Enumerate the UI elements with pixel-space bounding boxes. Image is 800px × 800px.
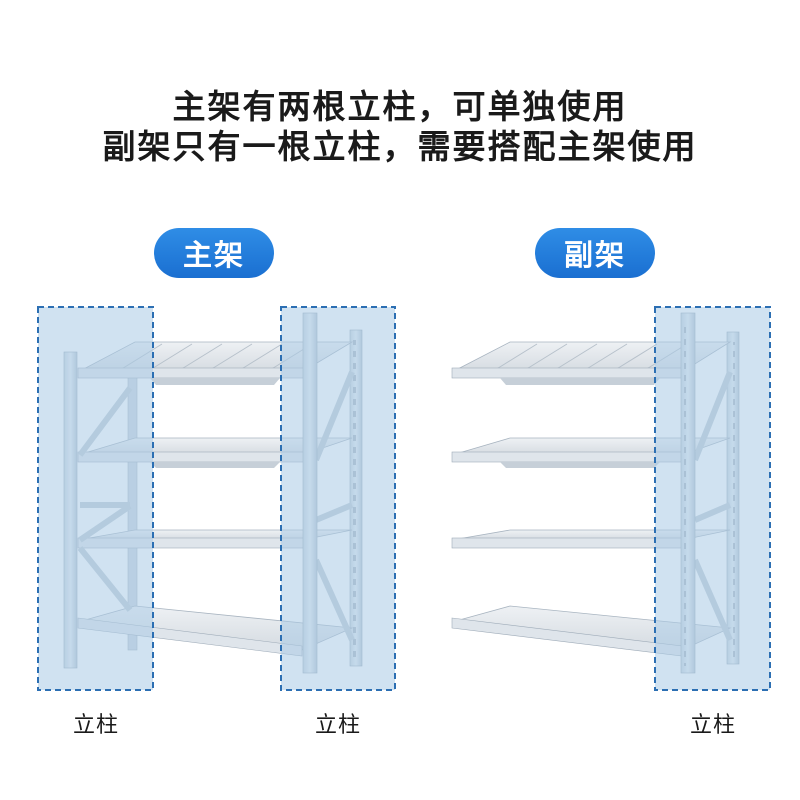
pillar-highlight-middle [280, 306, 396, 691]
pillar-label-middle: 立柱 [314, 713, 361, 738]
pillar-label-right: 立柱 [689, 713, 736, 738]
sub-rack-badge: 副架 [535, 228, 655, 278]
pillar-highlight-right [654, 306, 771, 691]
pillar-highlight-left [37, 306, 154, 691]
headline-line-2: 副架只有一根立柱，需要搭配主架使用 [102, 127, 698, 166]
main-rack-badge: 主架 [154, 228, 274, 278]
headline-line-1: 主架有两根立柱，可单独使用 [172, 87, 628, 126]
pillar-label-left: 立柱 [72, 713, 119, 738]
